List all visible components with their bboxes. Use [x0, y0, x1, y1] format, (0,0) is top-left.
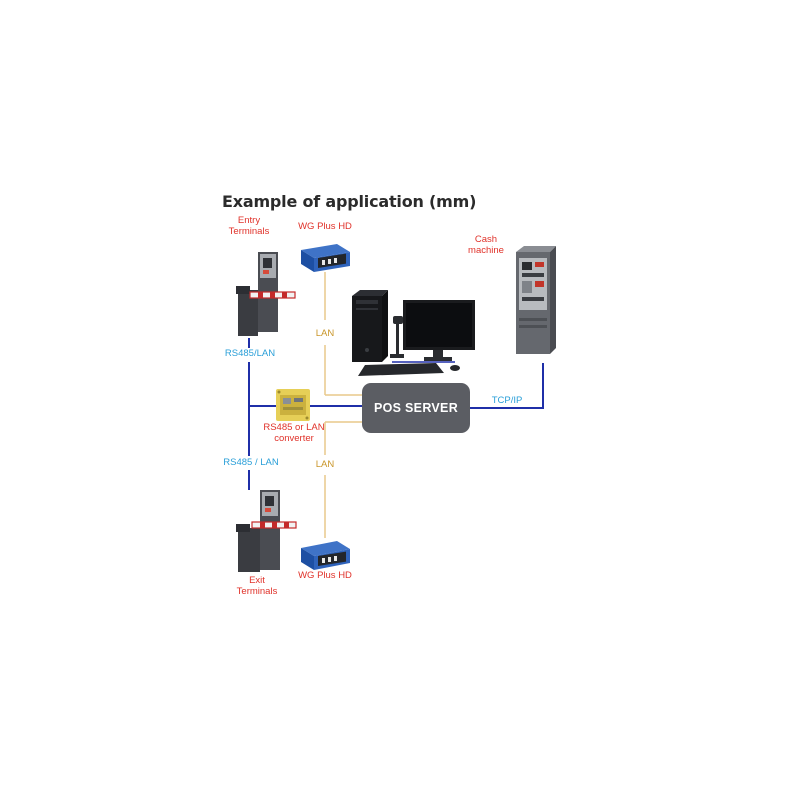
pos-server-label: POS SERVER — [373, 401, 459, 415]
tcp-ip-line — [470, 363, 544, 409]
workstation-icon — [352, 290, 475, 376]
converter-label: RS485 or LAN converter — [263, 422, 325, 444]
converter-icon — [276, 389, 310, 421]
lan-top-label: LAN — [315, 328, 335, 339]
lan-bottom-label: LAN — [315, 459, 335, 470]
cash-machine-label: Cash machine — [468, 234, 504, 256]
wg-plus-hd-bottom-icon — [301, 541, 350, 570]
rs485-lan-top-label: RS485/LAN — [224, 348, 276, 359]
wg-plus-hd-bottom-label: WG Plus HD — [298, 570, 352, 581]
page-title: Example of application (mm) — [222, 192, 477, 211]
bus-lines — [248, 338, 544, 490]
cash-machine-icon — [516, 246, 556, 354]
wg-plus-hd-top-label: WG Plus HD — [298, 221, 352, 232]
entry-terminals-label: Entry Terminals — [228, 215, 270, 237]
wg-plus-hd-top-icon — [301, 244, 350, 272]
exit-terminal-icon — [236, 490, 297, 572]
pos-server-box — [362, 383, 470, 433]
tcp-ip-label: TCP/IP — [491, 395, 523, 406]
exit-terminals-label: Exit Terminals — [236, 575, 278, 597]
entry-terminal-icon — [236, 252, 296, 336]
lan-lines — [324, 272, 362, 538]
rs485-lan-bottom-label: RS485 / LAN — [223, 457, 279, 468]
